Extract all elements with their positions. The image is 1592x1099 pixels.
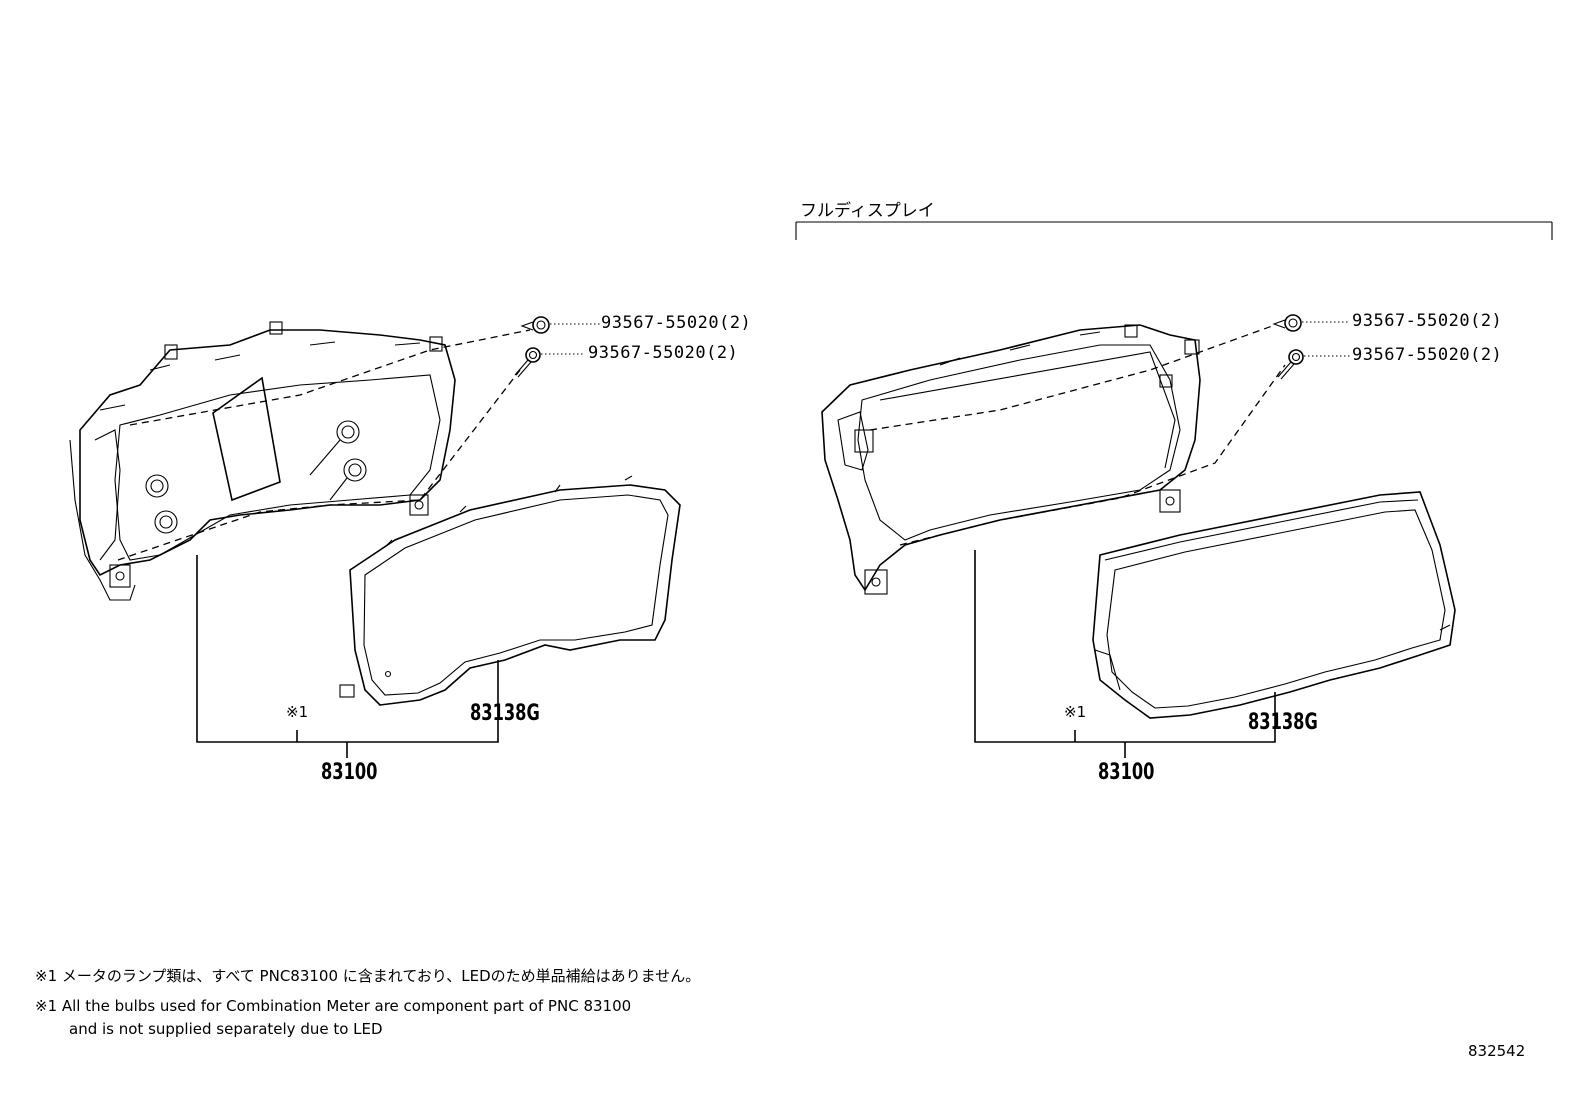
right-meter-part-number[interactable]: 83100 (1098, 760, 1155, 785)
note-english-line2: and is not supplied separately due to LE… (69, 1020, 383, 1038)
right-leader-upper (869, 324, 1276, 431)
left-lens-part-number[interactable]: 83138G (470, 701, 540, 726)
illustration-id: 832542 (1468, 1042, 1526, 1060)
note-japanese: ※1 メータのランプ類は、すべて PNC83100 に含まれており、LEDのため… (35, 967, 701, 985)
left-screw-lower-icon (514, 347, 541, 378)
left-meter-lens (339, 475, 681, 706)
full-display-heading: フルディスプレイ (800, 201, 935, 221)
right-assembly-bracket (974, 550, 1276, 743)
right-leader-lower (899, 364, 1286, 546)
left-assembly-bracket (196, 555, 499, 743)
left-screw-upper-part-number[interactable]: 93567-55020(2) (601, 313, 752, 333)
right-meter-lens (1092, 491, 1456, 719)
left-leader-lower (117, 369, 521, 561)
left-meter-part-number[interactable]: 83100 (321, 760, 378, 785)
left-screw-lower-part-number[interactable]: 93567-55020(2) (588, 343, 739, 363)
left-screw-upper-icon (520, 316, 550, 334)
right-lens-part-number[interactable]: 83138G (1248, 710, 1318, 735)
right-screw-upper-part-number[interactable]: 93567-55020(2) (1352, 311, 1503, 331)
left-note-mark: ※1 (286, 703, 309, 721)
right-screw-lower-icon (1277, 349, 1304, 380)
left-meter-housing (69, 321, 456, 601)
right-screw-lower-part-number[interactable]: 93567-55020(2) (1352, 345, 1503, 365)
left-leader-upper (129, 329, 531, 426)
right-note-mark: ※1 (1064, 703, 1087, 721)
right-meter-housing (821, 324, 1201, 595)
right-screw-upper-icon (1272, 314, 1302, 332)
note-english-line1: ※1 All the bulbs used for Combination Me… (35, 997, 632, 1015)
